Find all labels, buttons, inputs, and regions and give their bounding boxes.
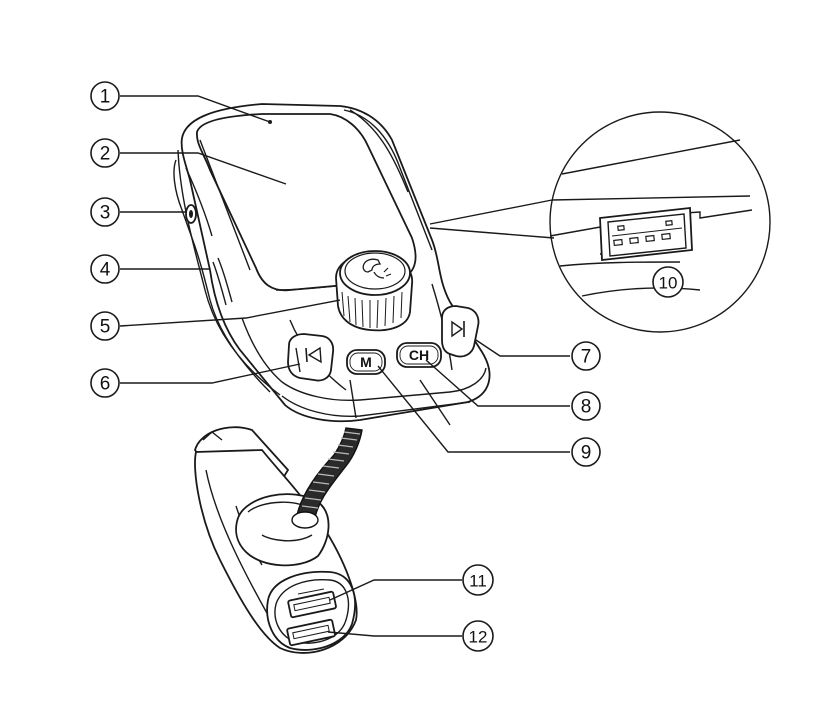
next-track-button[interactable] <box>442 306 479 357</box>
callout-1-label: 1 <box>100 87 111 108</box>
mode-button[interactable]: M <box>347 350 385 374</box>
callout-4-label: 4 <box>100 260 111 281</box>
callout-9: 9 <box>572 438 600 466</box>
callout-4: 4 <box>91 255 119 283</box>
channel-button[interactable]: CH <box>397 343 441 367</box>
callout-1: 1 <box>91 82 119 110</box>
usb-port-detail <box>600 208 692 260</box>
multifunction-knob[interactable] <box>336 251 412 330</box>
callout-11-label: 11 <box>469 572 487 591</box>
callout-9-label: 9 <box>581 443 592 464</box>
callout-6-label: 6 <box>100 374 111 395</box>
callout-10: 10 <box>653 267 683 297</box>
callout-8-label: 8 <box>581 397 592 418</box>
callout-3: 3 <box>91 198 119 226</box>
callout-5-label: 5 <box>100 317 111 338</box>
callout-2-label: 2 <box>100 144 111 165</box>
callout-10-label: 10 <box>659 274 678 293</box>
aux-jack <box>186 205 196 223</box>
callout-12-label: 12 <box>469 628 488 647</box>
callout-3-label: 3 <box>100 203 111 224</box>
callout-8: 8 <box>572 392 600 420</box>
usb-detail-magnifier <box>430 112 770 332</box>
mode-button-label: M <box>360 354 372 370</box>
callout-6: 6 <box>91 369 119 397</box>
head-unit: M CH <box>174 104 490 425</box>
previous-track-button[interactable] <box>288 334 333 381</box>
callout-5: 5 <box>91 312 119 340</box>
callout-11: 11 <box>463 565 493 595</box>
callout-7: 7 <box>572 342 600 370</box>
callout-7-label: 7 <box>581 347 592 368</box>
callout-2: 2 <box>91 139 119 167</box>
callout-12: 12 <box>463 621 493 651</box>
